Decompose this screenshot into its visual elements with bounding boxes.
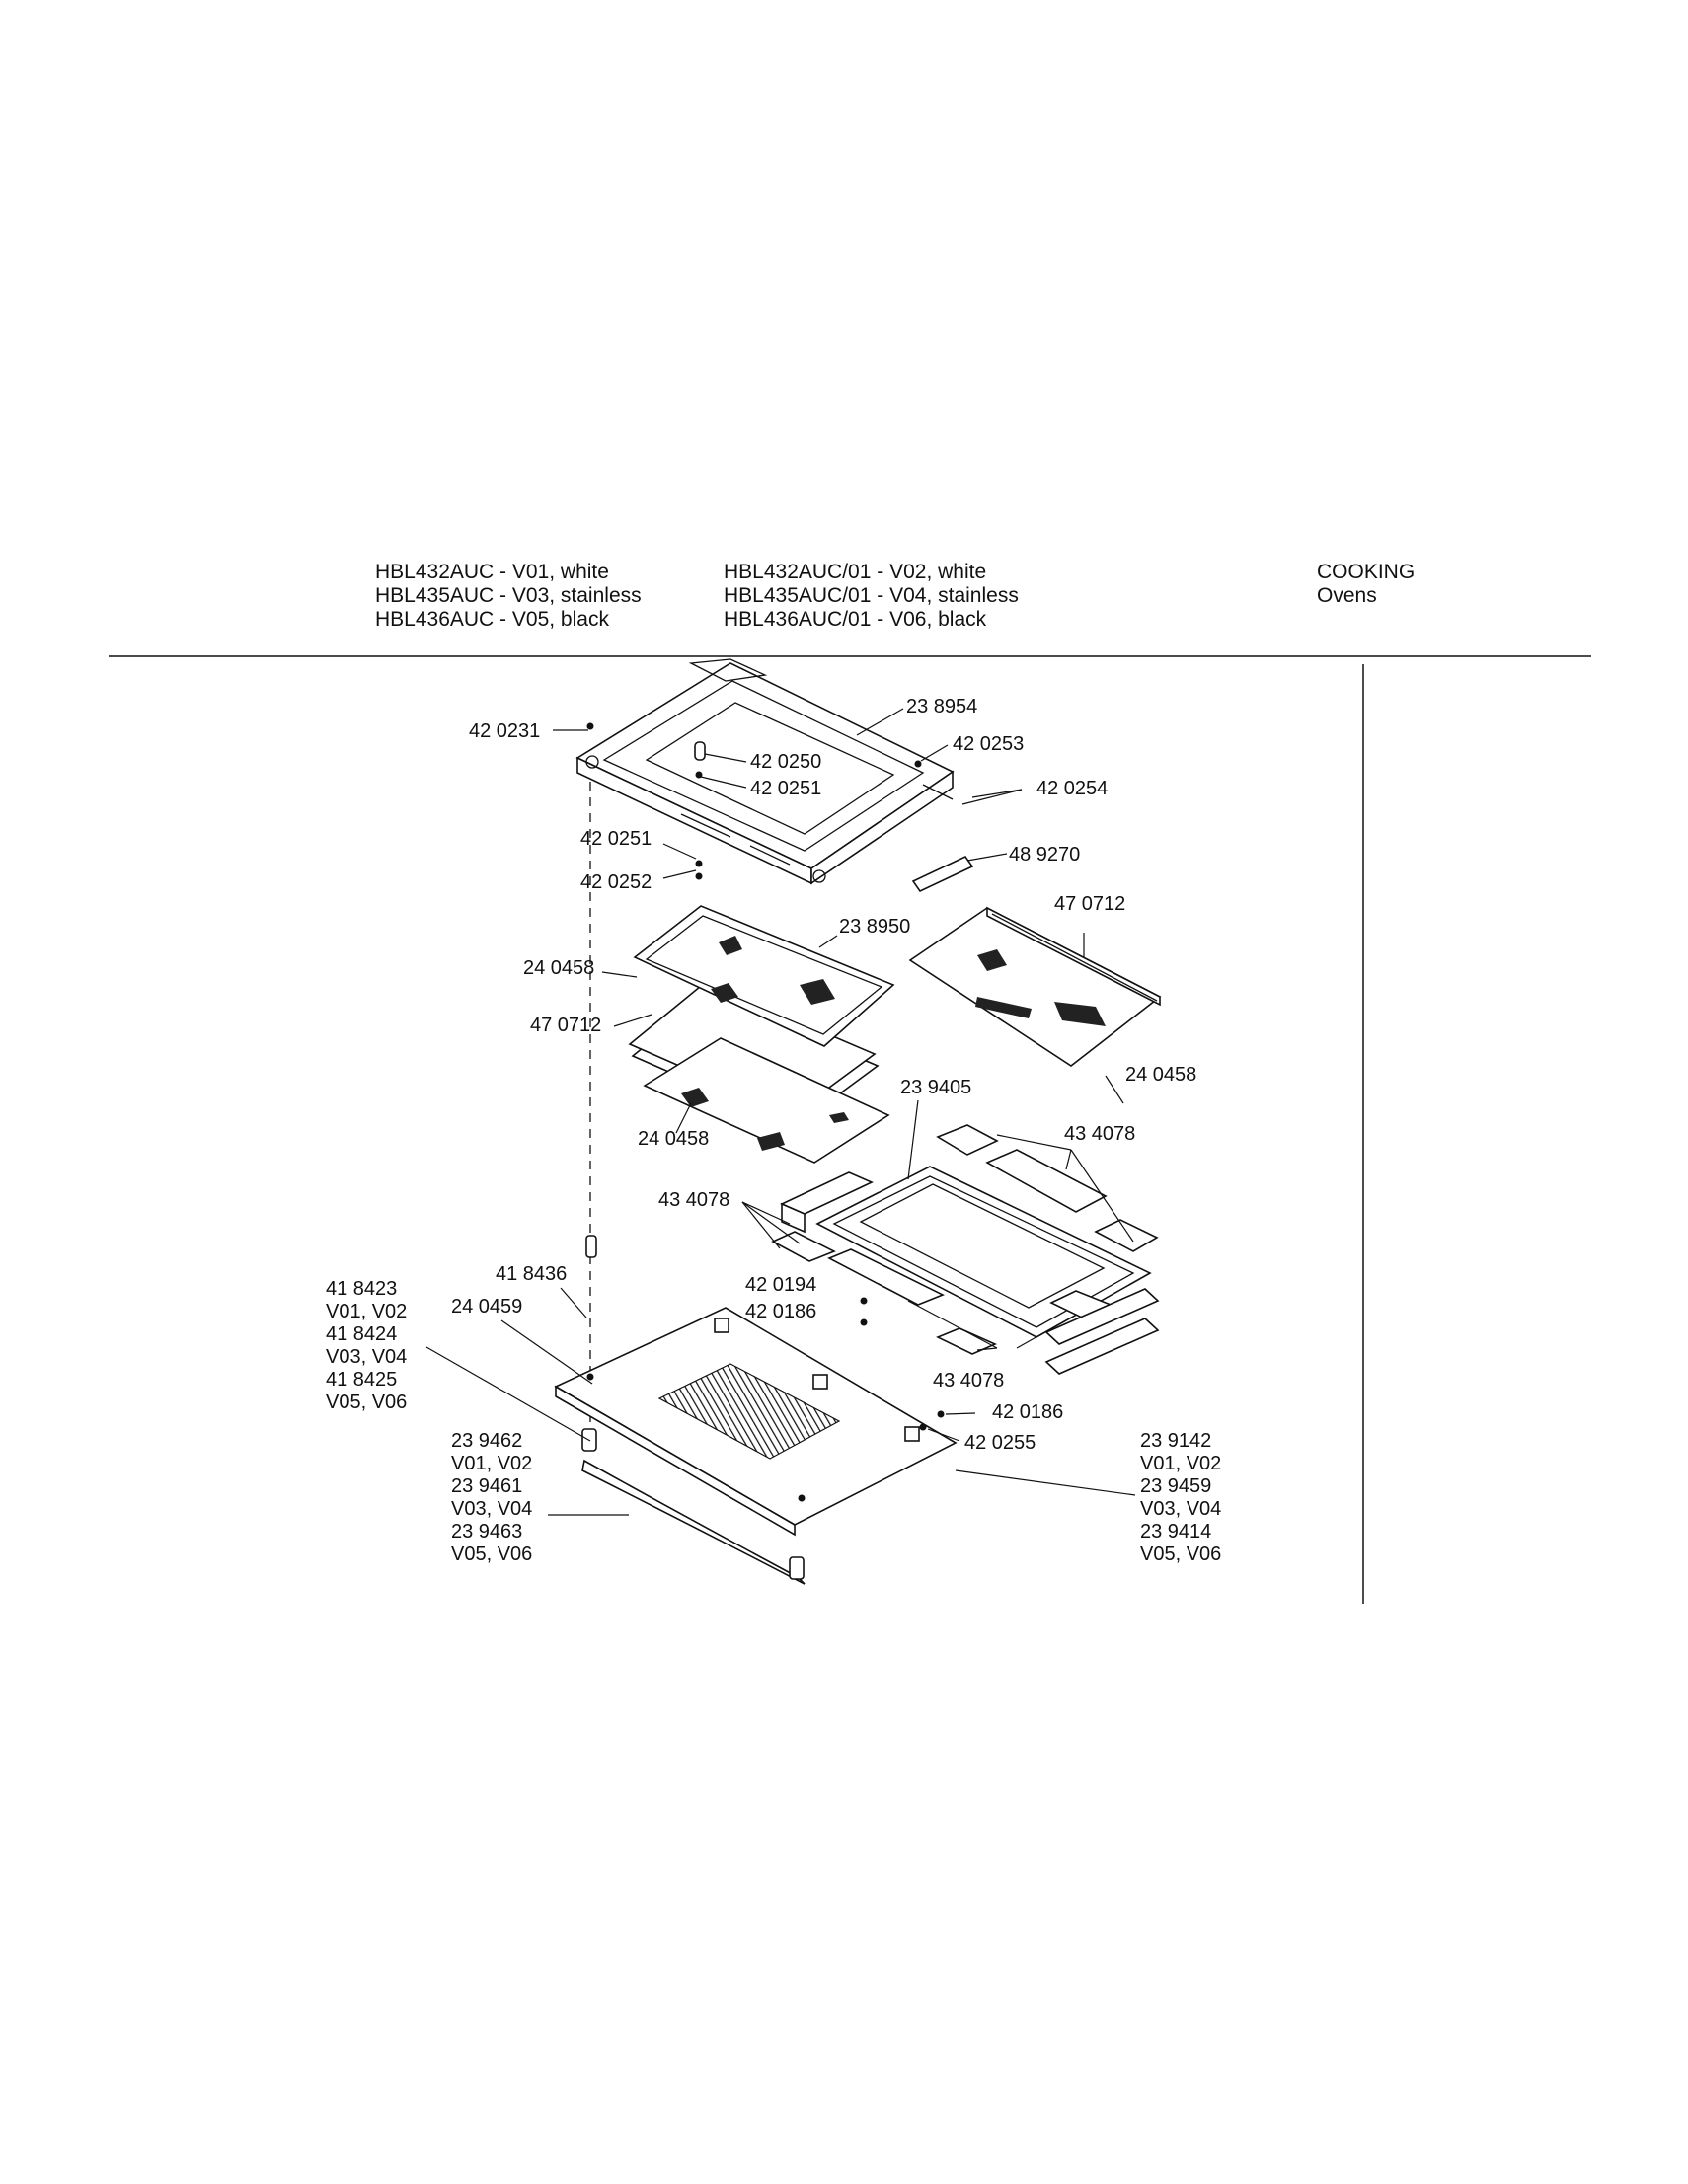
- group-line: V01, V02: [451, 1453, 532, 1474]
- label-240458: 24 0458: [1125, 1064, 1196, 1086]
- group-line: 23 9463: [451, 1521, 522, 1543]
- door-frame-part: [575, 658, 955, 885]
- part-labels: 42 0231 23 8954 42 0250 42 0251 42 0253 …: [451, 696, 1196, 1454]
- group-line: V03, V04: [451, 1498, 532, 1520]
- group-line: 23 9459: [1140, 1475, 1211, 1497]
- group-line: 23 9414: [1140, 1521, 1211, 1543]
- group-line: 23 9142: [1140, 1430, 1211, 1452]
- category-line: COOKING: [1317, 561, 1416, 583]
- group-line: V05, V06: [326, 1392, 407, 1413]
- label-470712: 47 0712: [1054, 893, 1125, 915]
- label-420186: 42 0186: [745, 1301, 816, 1322]
- label-420231: 42 0231: [469, 720, 540, 742]
- model-line: HBL432AUC - V01, white: [375, 561, 609, 583]
- label-420186: 42 0186: [992, 1401, 1063, 1423]
- label-420250: 42 0250: [750, 751, 821, 773]
- model-list-left: HBL432AUC - V01, white HBL435AUC - V03, …: [375, 561, 642, 632]
- label-434078: 43 4078: [1064, 1123, 1135, 1145]
- group-line: 23 9462: [451, 1430, 522, 1452]
- label-238950: 23 8950: [839, 916, 910, 938]
- door-handle: [581, 1235, 806, 1585]
- group-line: 41 8424: [326, 1323, 397, 1345]
- model-list-mid: HBL432AUC/01 - V02, white HBL435AUC/01 -…: [724, 561, 1019, 632]
- group-line: V03, V04: [1140, 1498, 1221, 1520]
- latch-part: [911, 855, 974, 893]
- right-pane-assembly: [908, 906, 1162, 1067]
- label-240459: 24 0459: [451, 1296, 522, 1318]
- label-420252: 42 0252: [580, 871, 652, 893]
- model-line: HBL435AUC - V03, stainless: [375, 584, 642, 607]
- label-group-handle: 23 9462 V01, V02 23 9461 V03, V04 23 946…: [451, 1430, 532, 1565]
- group-line: V05, V06: [1140, 1544, 1221, 1565]
- model-line: HBL436AUC/01 - V06, black: [724, 608, 987, 631]
- category-line: Ovens: [1317, 584, 1377, 607]
- insulation-blocks: [771, 1124, 1160, 1375]
- gasket-pane: [643, 1037, 890, 1164]
- group-line: 23 9461: [451, 1475, 522, 1497]
- group-line: 41 8425: [326, 1369, 397, 1391]
- group-line: V01, V02: [326, 1301, 407, 1322]
- label-434078: 43 4078: [658, 1189, 729, 1211]
- label-group-hinge: 41 8423 V01, V02 41 8424 V03, V04 41 842…: [326, 1278, 407, 1413]
- inner-door-panel: [554, 1307, 958, 1537]
- label-238954: 23 8954: [906, 696, 977, 717]
- label-420253: 42 0253: [953, 733, 1024, 755]
- screw-dots: [586, 722, 945, 1502]
- label-240458: 24 0458: [638, 1128, 709, 1150]
- model-line: HBL432AUC/01 - V02, white: [724, 561, 987, 583]
- group-line: V03, V04: [326, 1346, 407, 1368]
- label-418436: 41 8436: [496, 1263, 567, 1285]
- label-470712: 47 0712: [530, 1015, 601, 1036]
- label-420255: 42 0255: [964, 1432, 1036, 1454]
- label-group-panel: 23 9142 V01, V02 23 9459 V03, V04 23 941…: [1140, 1430, 1221, 1565]
- group-line: V05, V06: [451, 1544, 532, 1565]
- label-240458: 24 0458: [523, 957, 594, 979]
- category-label: COOKING Ovens: [1317, 561, 1415, 608]
- label-420251: 42 0251: [750, 778, 821, 799]
- model-line: HBL436AUC - V05, black: [375, 608, 609, 631]
- label-489270: 48 9270: [1009, 844, 1080, 866]
- leader-lines: [425, 708, 1136, 1516]
- label-420194: 42 0194: [745, 1274, 816, 1296]
- label-420254: 42 0254: [1036, 778, 1108, 799]
- label-239405: 23 9405: [900, 1077, 971, 1098]
- group-line: V01, V02: [1140, 1453, 1221, 1474]
- label-434078: 43 4078: [933, 1370, 1004, 1392]
- model-line: HBL435AUC/01 - V04, stainless: [724, 584, 1019, 607]
- label-420251: 42 0251: [580, 828, 652, 850]
- group-line: 41 8423: [326, 1278, 397, 1300]
